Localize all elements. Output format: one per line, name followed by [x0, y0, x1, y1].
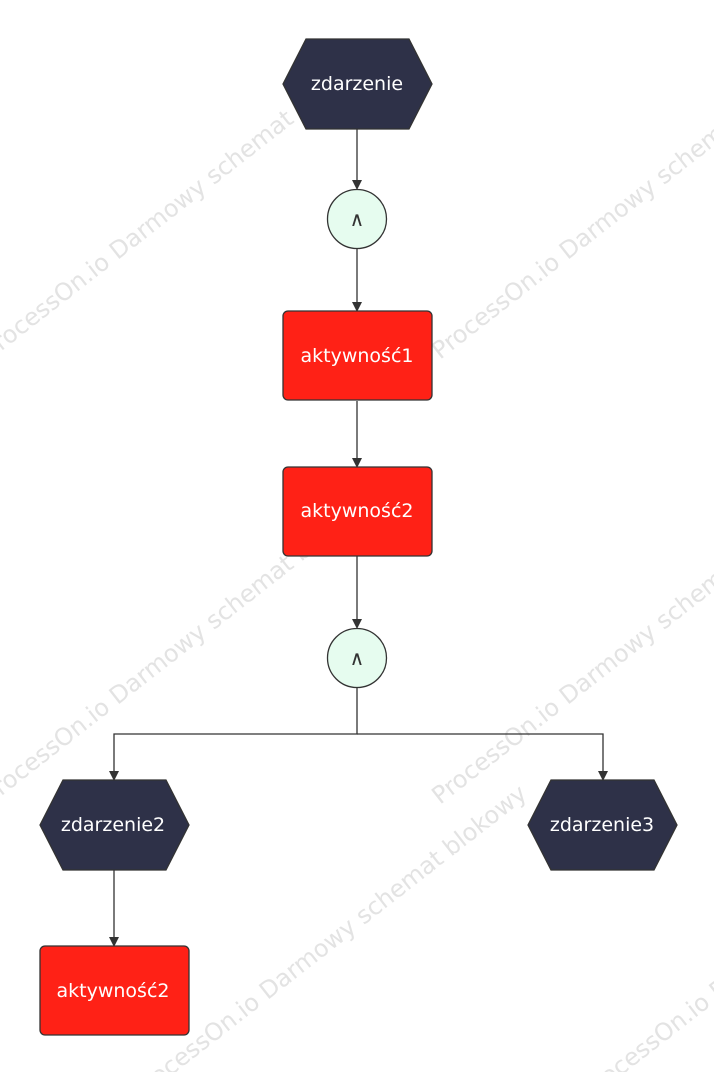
connectors — [109, 128, 608, 947]
and-operator-icon: ∧ — [350, 207, 365, 231]
and-operator-icon: ∧ — [350, 646, 365, 670]
activity-label: aktywność1 — [301, 345, 414, 367]
event-label: zdarzenie3 — [550, 814, 654, 836]
activity-node-2[interactable]: aktywność2 — [282, 466, 433, 557]
event-node-2[interactable]: zdarzenie2 — [39, 779, 190, 871]
watermark: ProcessOn.io Darmowy schemat blokowy — [426, 39, 714, 364]
event-label: zdarzenie2 — [61, 814, 165, 836]
watermark: ProcessOn.io Darmowy schemat blokowy — [426, 484, 714, 809]
connector-gate2-to-event3 — [357, 733, 608, 781]
event-node-start[interactable]: zdarzenie — [282, 38, 433, 130]
event-node-3[interactable]: zdarzenie3 — [527, 779, 678, 871]
and-gateway-2[interactable]: ∧ — [326, 627, 388, 689]
activity-label: aktywność2 — [301, 500, 414, 522]
and-gateway-1[interactable]: ∧ — [326, 188, 388, 250]
event-label: zdarzenie — [311, 73, 403, 95]
activity-node-1[interactable]: aktywność1 — [282, 310, 433, 401]
activity-label: aktywność2 — [57, 980, 170, 1002]
activity-node-3[interactable]: aktywność2 — [39, 945, 190, 1036]
connector-gate2-to-event2 — [109, 688, 358, 781]
